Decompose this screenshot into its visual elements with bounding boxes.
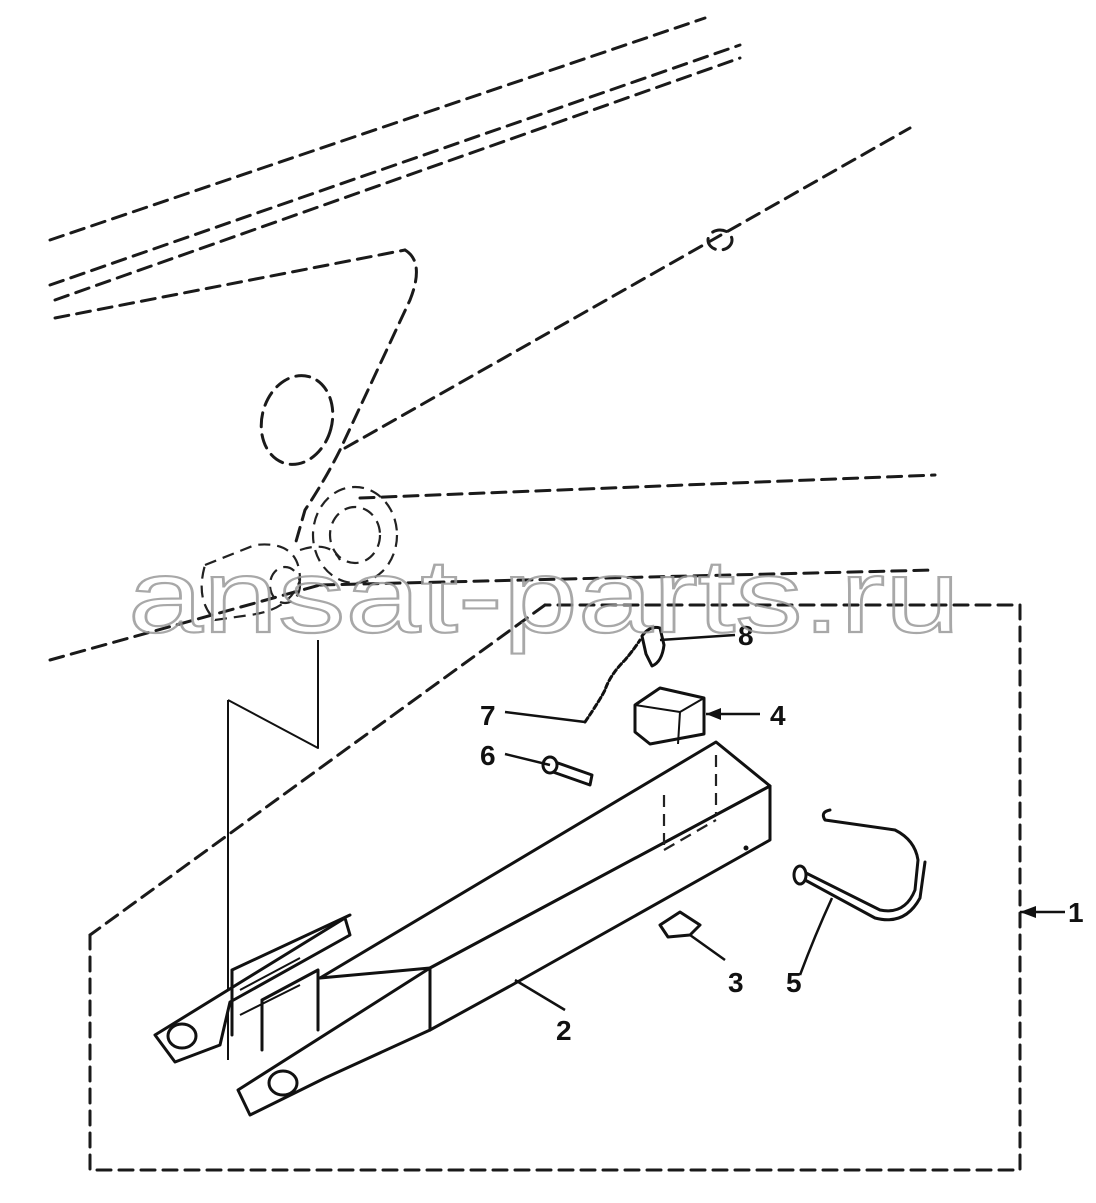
assembly-boundary	[88, 603, 1022, 1172]
callout-8: 8	[738, 620, 754, 651]
callout-2: 2	[556, 1015, 572, 1046]
drawbar-frame	[153, 740, 772, 1117]
callouts: 1 2 3 4 5 6 7 8	[480, 620, 1084, 1046]
clip-pin	[640, 625, 666, 668]
callout-3: 3	[728, 967, 744, 998]
watermark: ansat-parts.ru	[128, 539, 960, 655]
callout-4: 4	[770, 700, 786, 731]
leader-lines	[504, 633, 1065, 1012]
hinge-mount	[200, 485, 399, 622]
callout-5: 5	[786, 967, 802, 998]
machine-outline	[48, 16, 937, 662]
chain	[583, 638, 642, 724]
callout-1: 1	[1068, 897, 1084, 928]
pad	[658, 910, 702, 939]
callout-6: 6	[480, 740, 496, 771]
u-pin	[792, 808, 927, 922]
block	[633, 686, 706, 746]
bolt	[541, 755, 594, 787]
callout-7: 7	[480, 700, 496, 731]
